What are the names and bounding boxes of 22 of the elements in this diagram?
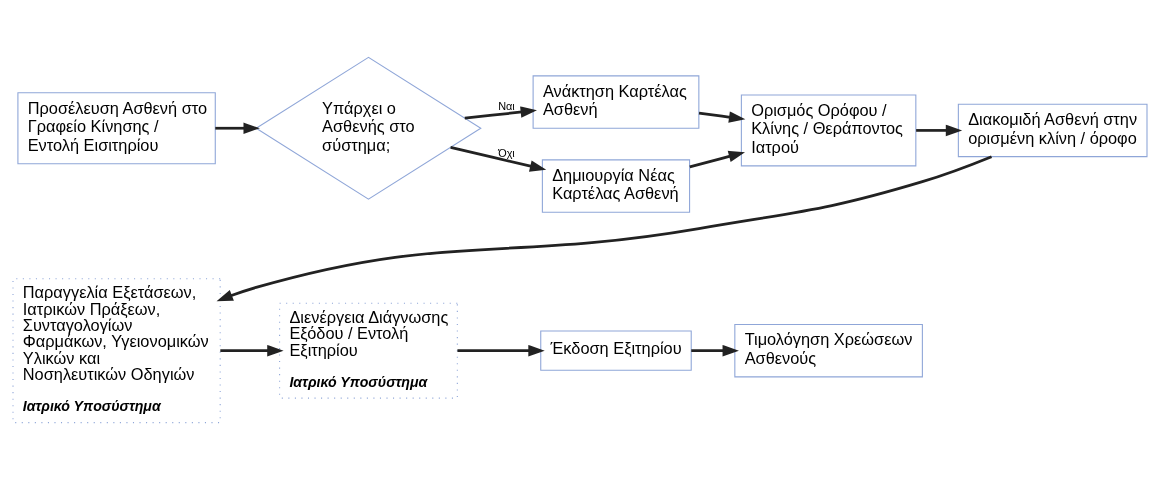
edge-label: Ναι — [498, 99, 515, 112]
node-box: Ορισμός Ορόφου / Κλίνης / Θεράποντος Ιατρού — [740, 93, 917, 166]
arrow — [691, 344, 739, 356]
edge-label: Όχι — [498, 146, 515, 159]
node-box: Ανάκτηση Καρτέλας Ασθενή — [532, 74, 700, 129]
arrow — [215, 122, 260, 134]
arrow — [916, 124, 963, 136]
arrow — [450, 145, 547, 172]
arrow — [220, 344, 284, 356]
node-box: Έκδοση Εξιτηρίου — [540, 330, 692, 371]
node-box: Προσέλευση Ασθενή στο Γραφείο Κίνησης / Εντολή Εισιτηρίου — [17, 91, 216, 164]
arrow — [216, 154, 993, 301]
node-box: Παραγγελία Εξετάσεων, Ιατρικών Πράξεων, Συνταγολογίων Φαρμάκων, Υγειονομικών Υλικών και Νοσηλευτικών Οδηγιών Ιατρικό Υποσύστημα — [12, 277, 221, 423]
arrow — [457, 344, 545, 356]
node-diamond: Υπάρχει ο Ασθενής στο σύστημα; — [255, 56, 482, 200]
node-box: Διενέργεια Διάγνωσης Εξόδου / Εντολή Εξιτηρίου Ιατρικό Υποσύστημα — [279, 302, 458, 399]
arrow — [464, 105, 537, 119]
node-box: Δημιουργία Νέας Καρτέλας Ασθενή — [541, 158, 691, 213]
arrow — [698, 110, 746, 123]
node-box: Διακομιδή Ασθενή στην ορισμένη κλίνη / όροφο — [957, 103, 1148, 157]
node-box: Τιμολόγηση Χρεώσεων Ασθενούς — [734, 323, 923, 377]
arrow — [689, 150, 746, 168]
